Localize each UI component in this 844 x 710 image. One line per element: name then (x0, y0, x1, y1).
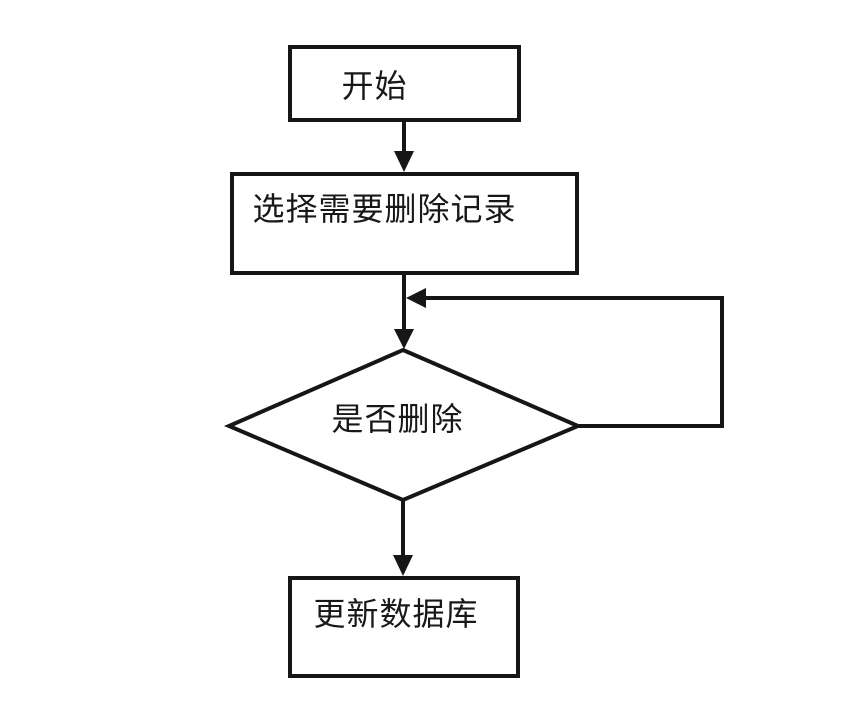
node-update-database: 更新数据库 (288, 576, 520, 678)
arrowhead-decision-to-update (393, 555, 413, 576)
edge-loop-back-line (424, 296, 724, 428)
node-start-label: 开始 (341, 67, 408, 104)
node-update-database-label: 更新数据库 (313, 596, 479, 632)
arrowhead-start-to-select (394, 151, 414, 172)
node-decision: 是否删除 (229, 350, 578, 500)
node-start: 开始 (288, 45, 521, 122)
arrowhead-select-to-decision (394, 329, 414, 349)
node-decision-label: 是否删除 (331, 401, 464, 437)
node-select-records-label: 选择需要删除记录 (252, 190, 517, 227)
node-select-records: 选择需要删除记录 (230, 172, 579, 275)
arrowhead-loop-back (406, 288, 426, 308)
